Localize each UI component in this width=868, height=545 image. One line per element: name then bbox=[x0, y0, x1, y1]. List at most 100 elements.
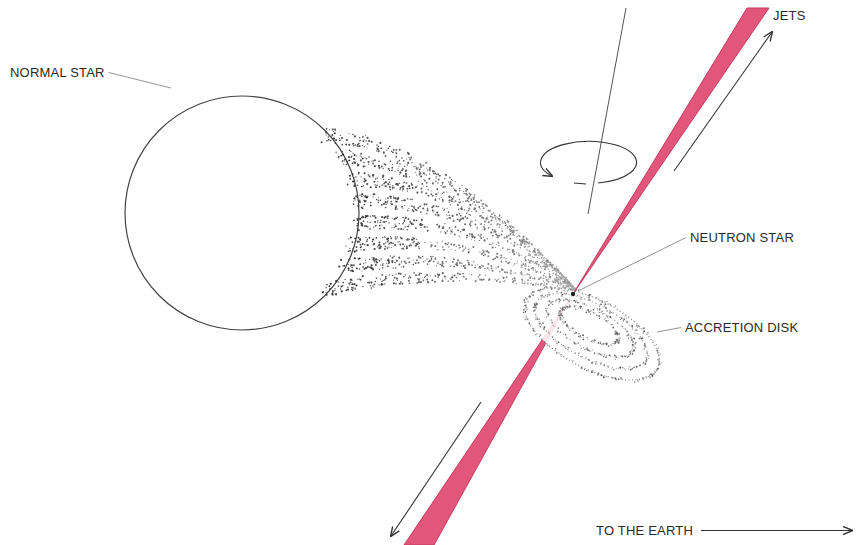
stipple-dot bbox=[357, 223, 358, 224]
stipple-dot bbox=[513, 226, 515, 228]
stipple-dot bbox=[511, 228, 512, 229]
stipple-dot bbox=[474, 240, 475, 241]
stipple-dot bbox=[338, 285, 339, 286]
stipple-dot bbox=[401, 169, 403, 171]
stipple-dot bbox=[378, 202, 379, 203]
stipple-dot bbox=[373, 287, 374, 288]
stipple-dot bbox=[396, 273, 397, 274]
stipple-dot bbox=[349, 284, 350, 285]
stipple-dot bbox=[345, 144, 347, 146]
stipple-dot bbox=[413, 238, 415, 240]
stipple-dot bbox=[381, 204, 383, 206]
stipple-dot bbox=[407, 162, 409, 164]
stipple-dot bbox=[412, 184, 413, 185]
stipple-dot bbox=[323, 291, 324, 292]
stipple-dot bbox=[406, 239, 408, 241]
stipple-dot bbox=[479, 274, 481, 276]
stipple-dot bbox=[338, 265, 340, 267]
stipple-dot bbox=[397, 228, 399, 230]
stipple-dot bbox=[370, 222, 371, 223]
stipple-dot bbox=[399, 149, 401, 151]
stipple-dot bbox=[401, 266, 402, 267]
stipple-dot bbox=[515, 279, 516, 280]
stipple-dot bbox=[450, 184, 452, 186]
stipple-dot bbox=[353, 200, 354, 201]
stipple-dot bbox=[533, 251, 535, 253]
stipple-dot bbox=[387, 248, 388, 249]
stipple-dot bbox=[416, 239, 417, 240]
stipple-dot bbox=[412, 237, 413, 238]
stipple-dot bbox=[378, 165, 380, 167]
stipple-dot bbox=[372, 163, 374, 165]
stipple-dot bbox=[471, 199, 473, 201]
stipple-dot bbox=[531, 243, 533, 245]
stipple-dot bbox=[444, 209, 445, 210]
stipple-dot bbox=[386, 150, 387, 151]
stipple-dot bbox=[494, 230, 496, 232]
stipple-dot bbox=[480, 267, 482, 269]
stipple-dot bbox=[537, 250, 538, 251]
stipple-dot bbox=[417, 207, 419, 209]
stipple-dot bbox=[360, 249, 361, 250]
stipple-dot bbox=[428, 261, 430, 263]
stipple-dot bbox=[616, 332, 618, 334]
stipple-dot bbox=[468, 209, 470, 211]
stipple-dot bbox=[430, 241, 431, 242]
stipple-dot bbox=[353, 198, 354, 199]
stipple-dot bbox=[358, 146, 359, 147]
stipple-dot bbox=[453, 196, 455, 198]
stipple-dot bbox=[336, 280, 337, 281]
stipple-dot bbox=[522, 263, 524, 265]
stipple-dot bbox=[409, 245, 411, 247]
stipple-dot bbox=[367, 161, 369, 163]
stipple-dot bbox=[462, 273, 464, 275]
stipple-dot bbox=[375, 225, 377, 227]
stipple-dot bbox=[334, 288, 335, 289]
stipple-dot bbox=[444, 178, 446, 180]
stipple-dot bbox=[553, 281, 555, 283]
stipple-dot bbox=[497, 217, 498, 218]
stipple-dot bbox=[521, 261, 522, 262]
stipple-dot bbox=[402, 208, 403, 209]
stipple-dot bbox=[522, 239, 523, 240]
stipple-dot bbox=[348, 259, 350, 261]
stipple-dot bbox=[395, 267, 396, 268]
stipple-dot bbox=[350, 236, 352, 238]
stipple-dot bbox=[348, 267, 350, 269]
stipple-dot bbox=[547, 264, 548, 265]
stipple-dot bbox=[366, 225, 368, 227]
stipple-dot bbox=[560, 283, 562, 285]
stipple-dot bbox=[373, 174, 375, 176]
stipple-dot bbox=[476, 201, 478, 203]
stipple-dot bbox=[353, 220, 355, 222]
stipple-dot bbox=[360, 140, 361, 141]
stipple-dot bbox=[479, 251, 480, 252]
stipple-dot bbox=[554, 269, 555, 270]
stipple-dot bbox=[648, 358, 649, 359]
stipple-dot bbox=[387, 238, 389, 240]
stipple-dot bbox=[384, 236, 386, 238]
stipple-dot bbox=[359, 257, 361, 259]
stipple-dot bbox=[528, 269, 530, 271]
stipple-dot bbox=[537, 250, 538, 251]
stipple-dot bbox=[562, 315, 563, 316]
stipple-dot bbox=[526, 298, 527, 299]
stipple-dot bbox=[365, 196, 367, 198]
stipple-dot bbox=[442, 186, 444, 188]
stipple-dot bbox=[487, 219, 488, 220]
stipple-dot bbox=[457, 259, 459, 261]
stipple-dot bbox=[541, 257, 543, 259]
stipple-dot bbox=[369, 266, 370, 267]
stipple-dot bbox=[555, 270, 557, 272]
stipple-dot bbox=[501, 234, 503, 236]
stipple-dot bbox=[558, 298, 560, 300]
stipple-dot bbox=[486, 217, 488, 219]
stipple-dot bbox=[590, 313, 592, 315]
stipple-dot bbox=[547, 265, 549, 267]
stipple-dot bbox=[526, 274, 527, 275]
stipple-dot bbox=[636, 325, 638, 327]
stipple-dot bbox=[510, 233, 511, 234]
stipple-dot bbox=[406, 229, 408, 231]
stipple-dot bbox=[462, 250, 464, 252]
stipple-dot bbox=[552, 272, 554, 274]
